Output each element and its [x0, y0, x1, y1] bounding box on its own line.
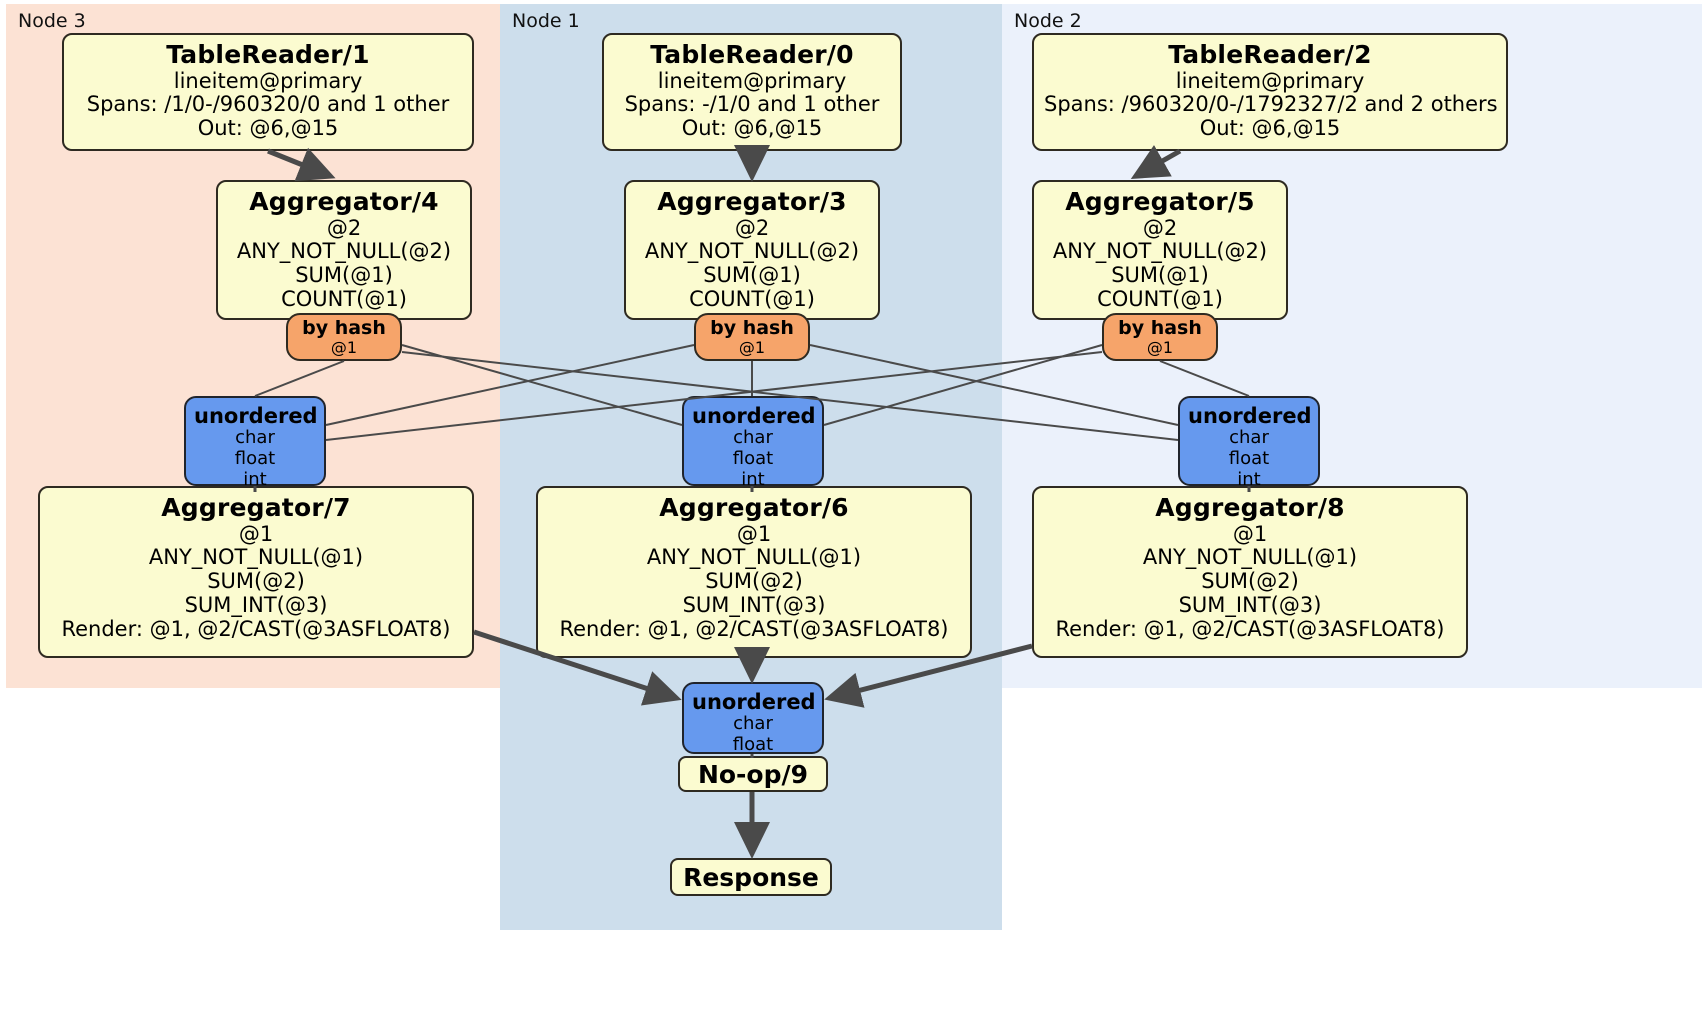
- processor-detail: Spans: /1/0-/960320/0 and 1 other: [86, 92, 450, 117]
- processor-detail: @1: [1232, 521, 1268, 546]
- synchronizer-type: float: [732, 734, 774, 756]
- synchronizer-type: char: [733, 713, 773, 735]
- synchronizer-title: unordered: [1188, 404, 1312, 428]
- synchronizer-title: unordered: [692, 690, 816, 714]
- processor-render: Render: @1, @2/CAST(@3ASFLOAT8): [1055, 617, 1445, 642]
- processor-detail: Spans: -/1/0 and 1 other: [624, 92, 880, 117]
- synchronizer-title: unordered: [194, 404, 318, 428]
- synchronizer-unordered-left[interactable]: unordered char float int: [184, 396, 326, 490]
- processor-title: Aggregator/5: [1065, 187, 1255, 216]
- processor-detail: SUM(@1): [1111, 263, 1209, 288]
- no-op-title: No-op/9: [697, 759, 809, 789]
- processor-detail: ANY_NOT_NULL(@2): [1052, 239, 1268, 264]
- synchronizer-unordered-right[interactable]: unordered char float int: [1178, 396, 1320, 490]
- processor-title: TableReader/1: [166, 40, 370, 69]
- processor-detail: lineitem@primary: [1175, 68, 1365, 93]
- processor-detail: @2: [326, 215, 362, 240]
- node-label-node-3: Node 3: [18, 10, 86, 32]
- processor-detail: SUM_INT(@3): [184, 593, 328, 618]
- processor-title: TableReader/2: [1168, 40, 1372, 69]
- router-by-hash-agg3[interactable]: by hash @1: [694, 313, 810, 361]
- synchronizer-type: char: [733, 427, 773, 449]
- processor-aggregator-4[interactable]: Aggregator/4 @2 ANY_NOT_NULL(@2) SUM(@1)…: [216, 180, 472, 320]
- processor-detail: ANY_NOT_NULL(@1): [1142, 545, 1358, 570]
- processor-render: Render: @1, @2/CAST(@3ASFLOAT8): [61, 617, 451, 642]
- synchronizer-type: char: [235, 427, 275, 449]
- processor-detail: lineitem@primary: [657, 68, 847, 93]
- processor-aggregator-7[interactable]: Aggregator/7 @1 ANY_NOT_NULL(@1) SUM(@2)…: [38, 486, 474, 658]
- router-title: by hash: [302, 317, 386, 339]
- synchronizer-type: char: [1229, 427, 1269, 449]
- processor-detail: COUNT(@1): [1097, 287, 1223, 312]
- processor-no-op-9[interactable]: No-op/9: [678, 756, 828, 792]
- processor-detail: SUM(@2): [207, 569, 305, 594]
- processor-detail: @1: [238, 521, 274, 546]
- router-title: by hash: [1118, 317, 1202, 339]
- processor-detail: Out: @6,@15: [197, 116, 339, 141]
- router-by-hash-agg5[interactable]: by hash @1: [1102, 313, 1218, 361]
- processor-tablereader-2[interactable]: TableReader/2 lineitem@primary Spans: /9…: [1032, 33, 1508, 151]
- processor-detail: @2: [1142, 215, 1178, 240]
- response-node[interactable]: Response: [670, 858, 832, 896]
- node-label-node-2: Node 2: [1014, 10, 1082, 32]
- processor-detail: ANY_NOT_NULL(@1): [646, 545, 862, 570]
- processor-detail: SUM_INT(@3): [682, 593, 826, 618]
- processor-detail: SUM(@2): [1201, 569, 1299, 594]
- processor-detail: ANY_NOT_NULL(@2): [236, 239, 452, 264]
- processor-detail: Out: @6,@15: [1199, 116, 1341, 141]
- processor-detail: SUM(@1): [295, 263, 393, 288]
- synchronizer-type: float: [234, 448, 276, 470]
- processor-aggregator-8[interactable]: Aggregator/8 @1 ANY_NOT_NULL(@1) SUM(@2)…: [1032, 486, 1468, 658]
- synchronizer-type: int: [1237, 469, 1261, 491]
- synchronizer-type: int: [741, 469, 765, 491]
- processor-tablereader-0[interactable]: TableReader/0 lineitem@primary Spans: -/…: [602, 33, 902, 151]
- router-column: @1: [738, 338, 766, 358]
- processor-detail: SUM(@2): [705, 569, 803, 594]
- router-by-hash-agg4[interactable]: by hash @1: [286, 313, 402, 361]
- processor-aggregator-3[interactable]: Aggregator/3 @2 ANY_NOT_NULL(@2) SUM(@1)…: [624, 180, 880, 320]
- router-title: by hash: [710, 317, 794, 339]
- synchronizer-title: unordered: [692, 404, 816, 428]
- processor-title: TableReader/0: [650, 40, 854, 69]
- response-title: Response: [683, 862, 819, 892]
- processor-aggregator-6[interactable]: Aggregator/6 @1 ANY_NOT_NULL(@1) SUM(@2)…: [536, 486, 972, 658]
- processor-title: Aggregator/8: [1155, 493, 1345, 522]
- processor-detail: Spans: /960320/0-/1792327/2 and 2 others: [1044, 92, 1498, 117]
- processor-detail: COUNT(@1): [689, 287, 815, 312]
- processor-title: Aggregator/7: [161, 493, 351, 522]
- synchronizer-type: float: [1228, 448, 1270, 470]
- node-label-node-1: Node 1: [512, 10, 580, 32]
- processor-detail: SUM(@1): [703, 263, 801, 288]
- processor-detail: ANY_NOT_NULL(@1): [148, 545, 364, 570]
- processor-detail: SUM_INT(@3): [1178, 593, 1322, 618]
- router-column: @1: [330, 338, 358, 358]
- processor-title: Aggregator/6: [659, 493, 849, 522]
- processor-detail: ANY_NOT_NULL(@2): [644, 239, 860, 264]
- processor-render: Render: @1, @2/CAST(@3ASFLOAT8): [559, 617, 949, 642]
- synchronizer-type: int: [243, 469, 267, 491]
- processor-detail: @1: [736, 521, 772, 546]
- processor-detail: lineitem@primary: [173, 68, 363, 93]
- processor-title: Aggregator/3: [657, 187, 847, 216]
- processor-detail: COUNT(@1): [281, 287, 407, 312]
- processor-tablereader-1[interactable]: TableReader/1 lineitem@primary Spans: /1…: [62, 33, 474, 151]
- synchronizer-unordered-center[interactable]: unordered char float int: [682, 396, 824, 490]
- router-column: @1: [1146, 338, 1174, 358]
- synchronizer-unordered-final[interactable]: unordered char float: [682, 682, 824, 756]
- processor-detail: Out: @6,@15: [681, 116, 823, 141]
- processor-aggregator-5[interactable]: Aggregator/5 @2 ANY_NOT_NULL(@2) SUM(@1)…: [1032, 180, 1288, 320]
- processor-title: Aggregator/4: [249, 187, 439, 216]
- processor-detail: @2: [734, 215, 770, 240]
- synchronizer-type: float: [732, 448, 774, 470]
